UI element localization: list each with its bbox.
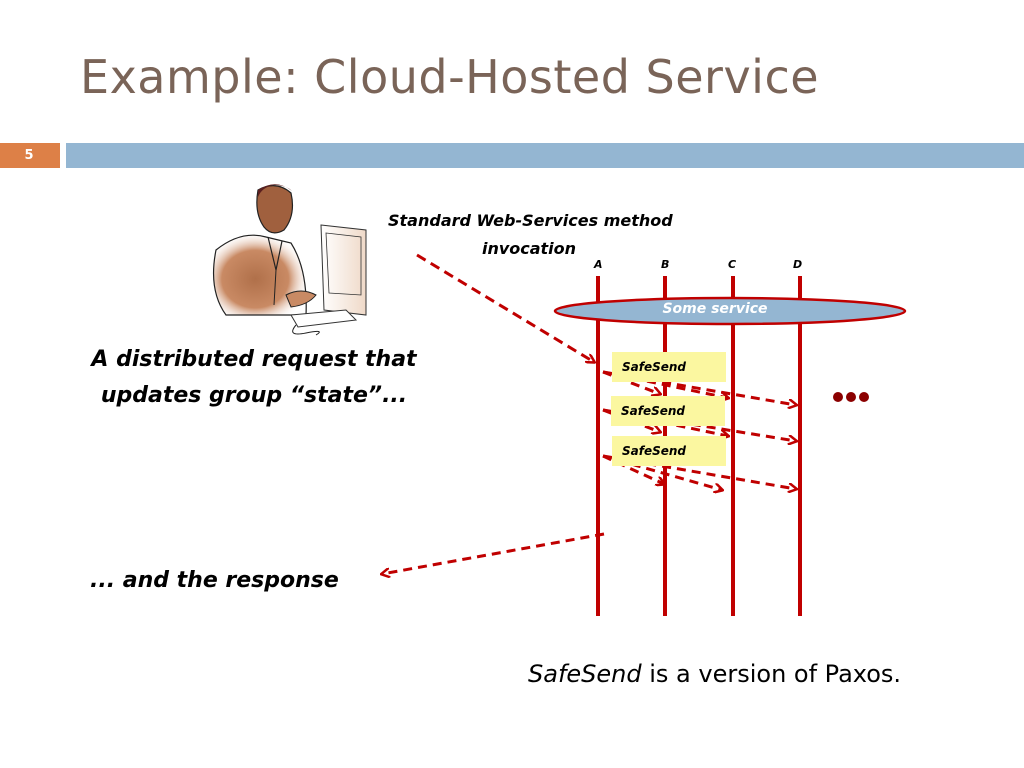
ellipsis-dot: [833, 392, 843, 402]
response-caption: ... and the response: [90, 568, 339, 593]
safesend-box: SafeSend: [612, 352, 726, 382]
response-arrow: [382, 532, 605, 574]
safesend-label: SafeSend: [622, 444, 687, 458]
footnote-rest: is a version of Paxos.: [641, 660, 902, 688]
safesend-box: SafeSend: [612, 436, 726, 466]
invocation-arrow: [416, 253, 594, 362]
slide-number: 5: [24, 148, 34, 163]
ellipsis-dot: [846, 392, 856, 402]
ellipsis-dot: [859, 392, 869, 402]
safesend-label: SafeSend: [622, 360, 687, 374]
safesend-arrow: [602, 370, 660, 394]
service-ellipse: [553, 296, 907, 326]
slide-number-box: 5: [0, 143, 60, 168]
process-label-c: C: [728, 258, 737, 271]
safesend-label: SafeSend: [621, 404, 686, 418]
request-caption: A distributed request that updates group…: [68, 342, 440, 414]
person-at-computer-icon: [212, 184, 367, 336]
invocation-caption: Standard Web-Services method invocation: [388, 207, 673, 263]
process-label-d: D: [793, 258, 803, 271]
footnote: SafeSend is a version of Paxos.: [528, 660, 901, 688]
process-label-a: A: [594, 258, 603, 271]
process-label-b: B: [661, 258, 670, 271]
footnote-italic: SafeSend: [528, 660, 642, 688]
safesend-arrow: [602, 454, 664, 484]
request-caption-line1: A distributed request that: [91, 347, 417, 372]
invocation-caption-line2: invocation: [481, 239, 577, 258]
request-caption-line2: updates group “state”...: [100, 383, 408, 408]
invocation-caption-line1: Standard Web-Services method: [388, 211, 673, 230]
slide-title: Example: Cloud-Hosted Service: [80, 50, 820, 104]
service-label: Some service: [662, 301, 768, 317]
safesend-box: SafeSend: [611, 396, 725, 426]
header-bar: [66, 143, 1024, 168]
